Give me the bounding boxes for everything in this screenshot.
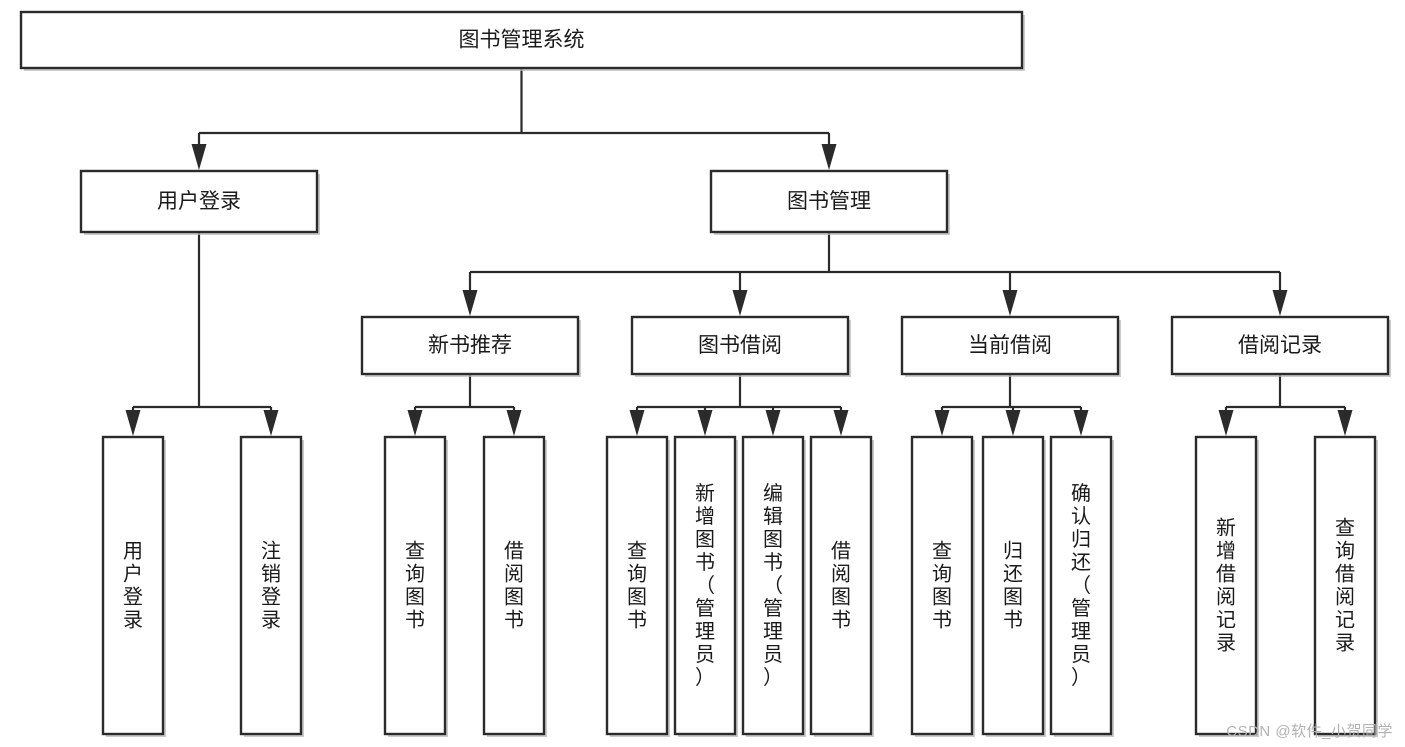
node-label: 图书管理 <box>787 190 871 213</box>
arrow-head-icon <box>732 290 748 316</box>
node-leaf-add-record[interactable]: 新增借阅记录 <box>1194 435 1259 737</box>
node-box[interactable] <box>673 435 737 736</box>
node-box[interactable] <box>482 435 546 736</box>
node-book-manage[interactable]: 图书管理 <box>709 169 950 235</box>
node-leaf-confirm-return[interactable]: 确认归还（管理员） <box>1049 435 1114 737</box>
node-label: 借阅图书 <box>831 539 851 631</box>
node-leaf-user-login[interactable]: 用户登录 <box>101 435 166 737</box>
node-book-borrow[interactable]: 图书借阅 <box>630 315 851 377</box>
node-box[interactable] <box>19 10 1024 70</box>
node-box[interactable] <box>741 435 805 736</box>
arrow-head-icon <box>833 410 849 436</box>
arrow-head-icon <box>1073 410 1089 436</box>
node-leaf-add-book[interactable]: 新增图书（管理员） <box>673 435 738 737</box>
arrow-head-icon <box>629 410 645 436</box>
node-label: 编辑图书（管理员） <box>763 482 783 689</box>
node-new-book-rec[interactable]: 新书推荐 <box>360 315 581 377</box>
edge-group <box>1218 374 1353 436</box>
arrow-head-icon <box>506 410 522 436</box>
node-leaf-edit-book[interactable]: 编辑图书（管理员） <box>741 435 806 737</box>
arrow-head-icon <box>821 144 837 170</box>
arrow-head-icon <box>1337 410 1353 436</box>
node-label: 注销登录 <box>261 539 281 631</box>
node-box[interactable] <box>630 315 850 376</box>
node-box[interactable] <box>709 169 949 234</box>
node-box[interactable] <box>809 435 873 736</box>
node-leaf-borrow-book-2[interactable]: 借阅图书 <box>809 435 874 737</box>
node-label: 图书借阅 <box>698 334 782 357</box>
arrow-head-icon <box>191 144 207 170</box>
arrow-head-icon <box>263 410 279 436</box>
arrow-head-icon <box>1005 410 1021 436</box>
node-box[interactable] <box>900 315 1120 376</box>
node-box[interactable] <box>1049 435 1113 736</box>
node-label: 查询图书 <box>405 539 425 631</box>
edge-layer <box>125 68 1353 436</box>
node-label: 用户登录 <box>123 540 143 631</box>
edge-group <box>191 68 837 170</box>
node-leaf-query-record[interactable]: 查询借阅记录 <box>1313 435 1378 737</box>
edge-group <box>407 374 522 436</box>
node-label: 新增借阅记录 <box>1216 516 1236 654</box>
node-box[interactable] <box>1194 435 1258 736</box>
arrow-head-icon <box>407 410 423 436</box>
arrow-head-icon <box>462 290 478 316</box>
node-label: 确认归还（管理员） <box>1071 482 1091 689</box>
edge-group <box>934 374 1089 436</box>
node-box[interactable] <box>1170 315 1390 376</box>
node-root[interactable]: 图书管理系统 <box>19 10 1025 71</box>
arrow-head-icon <box>1218 410 1234 436</box>
node-label: 用户登录 <box>157 190 241 213</box>
arrow-head-icon <box>125 410 141 436</box>
node-leaf-query-book-2[interactable]: 查询图书 <box>605 435 670 737</box>
node-box[interactable] <box>910 435 974 736</box>
node-box[interactable] <box>981 435 1045 736</box>
arrow-head-icon <box>765 410 781 436</box>
node-box[interactable] <box>360 315 580 376</box>
node-label: 图书管理系统 <box>459 29 585 52</box>
arrow-head-icon <box>1002 290 1018 316</box>
node-leaf-borrow-book-1[interactable]: 借阅图书 <box>482 435 547 737</box>
edge-group <box>125 232 279 436</box>
node-label: 借阅图书 <box>504 539 524 631</box>
node-label: 借阅记录 <box>1238 334 1322 357</box>
node-box[interactable] <box>1313 435 1377 736</box>
node-label: 新书推荐 <box>428 334 512 357</box>
arrow-head-icon <box>934 410 950 436</box>
edge-group <box>629 374 849 436</box>
node-leaf-query-book-1[interactable]: 查询图书 <box>383 435 448 737</box>
node-leaf-logout[interactable]: 注销登录 <box>239 435 304 737</box>
node-box[interactable] <box>383 435 447 736</box>
node-current-borrow[interactable]: 当前借阅 <box>900 315 1121 377</box>
node-label: 归还图书 <box>1003 539 1023 631</box>
node-box[interactable] <box>101 435 165 736</box>
node-label: 查询图书 <box>627 539 647 631</box>
node-label: 查询图书 <box>932 539 952 631</box>
node-box[interactable] <box>239 435 303 736</box>
node-label: 查询借阅记录 <box>1335 516 1355 654</box>
node-label: 当前借阅 <box>968 334 1052 357</box>
arrow-head-icon <box>1272 290 1288 316</box>
node-user-login[interactable]: 用户登录 <box>79 169 320 235</box>
node-box[interactable] <box>79 169 319 234</box>
node-leaf-return-book[interactable]: 归还图书 <box>981 435 1046 737</box>
node-layer: 图书管理系统用户登录图书管理新书推荐图书借阅当前借阅借阅记录用户登录注销登录查询… <box>19 10 1391 737</box>
edge-group <box>462 232 1288 316</box>
node-leaf-query-book-3[interactable]: 查询图书 <box>910 435 975 737</box>
node-box[interactable] <box>605 435 669 736</box>
node-label: 新增图书（管理员） <box>695 482 715 689</box>
node-borrow-record[interactable]: 借阅记录 <box>1170 315 1391 377</box>
arrow-head-icon <box>697 410 713 436</box>
